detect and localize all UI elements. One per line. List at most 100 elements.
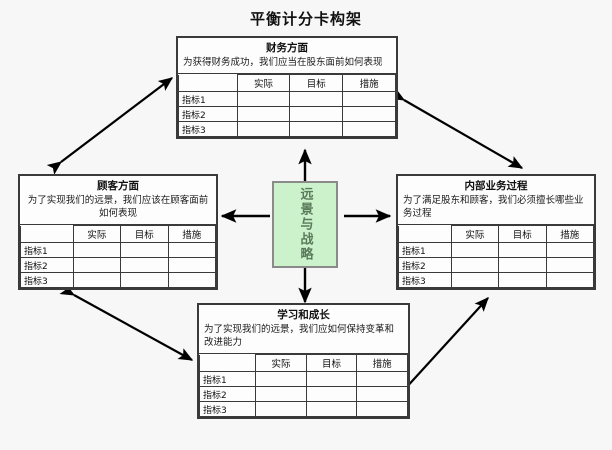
- table-header-row: 实际 目标 措施: [20, 225, 217, 243]
- header-actual: 实际: [450, 225, 500, 243]
- header-target: 目标: [498, 225, 547, 243]
- cell-target[interactable]: [498, 272, 547, 288]
- row-label: 指标3: [198, 401, 257, 417]
- table-row[interactable]: 指标1: [178, 91, 396, 107]
- table-row[interactable]: 指标1: [198, 371, 408, 387]
- cell-target[interactable]: [120, 242, 169, 258]
- cell-actual[interactable]: [255, 386, 307, 402]
- cell-actual[interactable]: [72, 242, 122, 258]
- cell-measure[interactable]: [356, 386, 408, 402]
- table-row[interactable]: 指标3: [398, 272, 595, 288]
- header-measure: 措施: [545, 225, 595, 243]
- table-header-row: 实际 目标 措施: [198, 354, 408, 372]
- table-row[interactable]: 指标1: [20, 242, 217, 258]
- learning-header: 学习和成长 为了实现我们的远景，我们应如何保持变革和改进能力: [199, 305, 408, 354]
- cell-target[interactable]: [120, 257, 169, 273]
- learning-title: 学习和成长: [277, 309, 330, 321]
- cell-actual[interactable]: [450, 242, 500, 258]
- perspective-card-financial[interactable]: 财务方面 为获得财务成功，我们应当在股东面前如何表现 实际 目标 措施 指标1 …: [176, 36, 398, 139]
- internal-scorecard-table[interactable]: 实际 目标 措施 指标1 指标2 指标3: [398, 225, 595, 288]
- perspective-card-internal[interactable]: 内部业务过程 为了满足股东和顾客，我们必须擅长哪些业务过程 实际 目标 措施 指…: [396, 174, 596, 290]
- header-blank: [198, 354, 257, 372]
- cell-target[interactable]: [305, 401, 358, 417]
- cell-actual[interactable]: [450, 257, 500, 273]
- cell-measure[interactable]: [545, 242, 595, 258]
- financial-scorecard-table[interactable]: 实际 目标 措施 指标1 指标2 指标3: [178, 74, 396, 137]
- header-measure: 措施: [167, 225, 217, 243]
- table-row[interactable]: 指标3: [178, 121, 396, 137]
- cell-target[interactable]: [305, 371, 358, 387]
- table-row[interactable]: 指标2: [398, 257, 595, 273]
- cell-measure[interactable]: [342, 91, 396, 107]
- row-label: 指标3: [20, 272, 74, 288]
- cell-target[interactable]: [498, 242, 547, 258]
- cell-measure[interactable]: [342, 121, 396, 137]
- internal-title: 内部业务过程: [464, 180, 528, 192]
- cell-actual[interactable]: [236, 121, 291, 137]
- row-label: 指标1: [20, 242, 74, 258]
- internal-description: 为了满足股东和顾客，我们必须擅长哪些业务过程: [403, 195, 584, 219]
- header-blank: [178, 74, 238, 92]
- row-label: 指标1: [398, 242, 452, 258]
- cell-measure[interactable]: [545, 272, 595, 288]
- table-row[interactable]: 指标2: [20, 257, 217, 273]
- cell-actual[interactable]: [255, 401, 307, 417]
- header-actual: 实际: [236, 74, 291, 92]
- vision-strategy-box[interactable]: 远景与战略: [272, 181, 338, 268]
- cell-measure[interactable]: [167, 272, 217, 288]
- customer-scorecard-table[interactable]: 实际 目标 措施 指标1 指标2 指标3: [20, 225, 217, 288]
- table-row[interactable]: 指标3: [20, 272, 217, 288]
- learning-scorecard-table[interactable]: 实际 目标 措施 指标1 指标2 指标3: [198, 354, 408, 417]
- cell-actual[interactable]: [236, 106, 291, 122]
- cell-target[interactable]: [305, 386, 358, 402]
- cell-actual[interactable]: [72, 272, 122, 288]
- cell-target[interactable]: [120, 272, 169, 288]
- row-label: 指标1: [178, 91, 238, 107]
- financial-description: 为获得财务成功，我们应当在股东面前如何表现: [183, 57, 383, 68]
- table-header-row: 实际 目标 措施: [178, 74, 396, 92]
- header-measure: 措施: [356, 354, 408, 372]
- header-blank: [398, 225, 452, 243]
- financial-title: 财务方面: [266, 42, 308, 54]
- financial-internal-double-arrow: [389, 88, 524, 169]
- header-target: 目标: [120, 225, 169, 243]
- header-target: 目标: [305, 354, 358, 372]
- cell-target[interactable]: [289, 121, 344, 137]
- cell-actual[interactable]: [450, 272, 500, 288]
- header-actual: 实际: [255, 354, 307, 372]
- cell-measure[interactable]: [167, 242, 217, 258]
- cell-measure[interactable]: [356, 401, 408, 417]
- row-label: 指标3: [398, 272, 452, 288]
- page-title: 平衡计分卡构架: [249, 10, 362, 28]
- learning-description: 为了实现我们的远景，我们应如何保持变革和改进能力: [204, 324, 395, 348]
- perspective-card-learning[interactable]: 学习和成长 为了实现我们的远景，我们应如何保持变革和改进能力 实际 目标 措施 …: [197, 303, 410, 419]
- table-row[interactable]: 指标1: [398, 242, 595, 258]
- cell-target[interactable]: [498, 257, 547, 273]
- internal-header: 内部业务过程 为了满足股东和顾客，我们必须擅长哪些业务过程: [398, 176, 594, 225]
- cell-actual[interactable]: [255, 371, 307, 387]
- customer-description: 为了实现我们的远景，我们应该在顾客面前如何表现: [27, 195, 209, 219]
- header-blank: [20, 225, 74, 243]
- table-row[interactable]: 指标2: [178, 106, 396, 122]
- table-row[interactable]: 指标2: [198, 386, 408, 402]
- cell-target[interactable]: [289, 106, 344, 122]
- row-label: 指标1: [198, 371, 257, 387]
- row-label: 指标2: [398, 257, 452, 273]
- customer-header: 顾客方面 为了实现我们的远景，我们应该在顾客面前如何表现: [20, 176, 216, 225]
- row-label: 指标2: [178, 106, 238, 122]
- learning-internal-double-arrow: [390, 297, 489, 404]
- header-measure: 措施: [342, 74, 396, 92]
- vision-strategy-label: 远景与战略: [297, 187, 313, 262]
- cell-measure[interactable]: [167, 257, 217, 273]
- table-row[interactable]: 指标3: [198, 401, 408, 417]
- header-target: 目标: [289, 74, 344, 92]
- cell-actual[interactable]: [236, 91, 291, 107]
- perspective-card-customer[interactable]: 顾客方面 为了实现我们的远景，我们应该在顾客面前如何表现 实际 目标 措施 指标…: [18, 174, 218, 290]
- cell-target[interactable]: [289, 91, 344, 107]
- cell-measure[interactable]: [545, 257, 595, 273]
- cell-actual[interactable]: [72, 257, 122, 273]
- customer-title: 顾客方面: [97, 180, 139, 192]
- cell-measure[interactable]: [356, 371, 408, 387]
- cell-measure[interactable]: [342, 106, 396, 122]
